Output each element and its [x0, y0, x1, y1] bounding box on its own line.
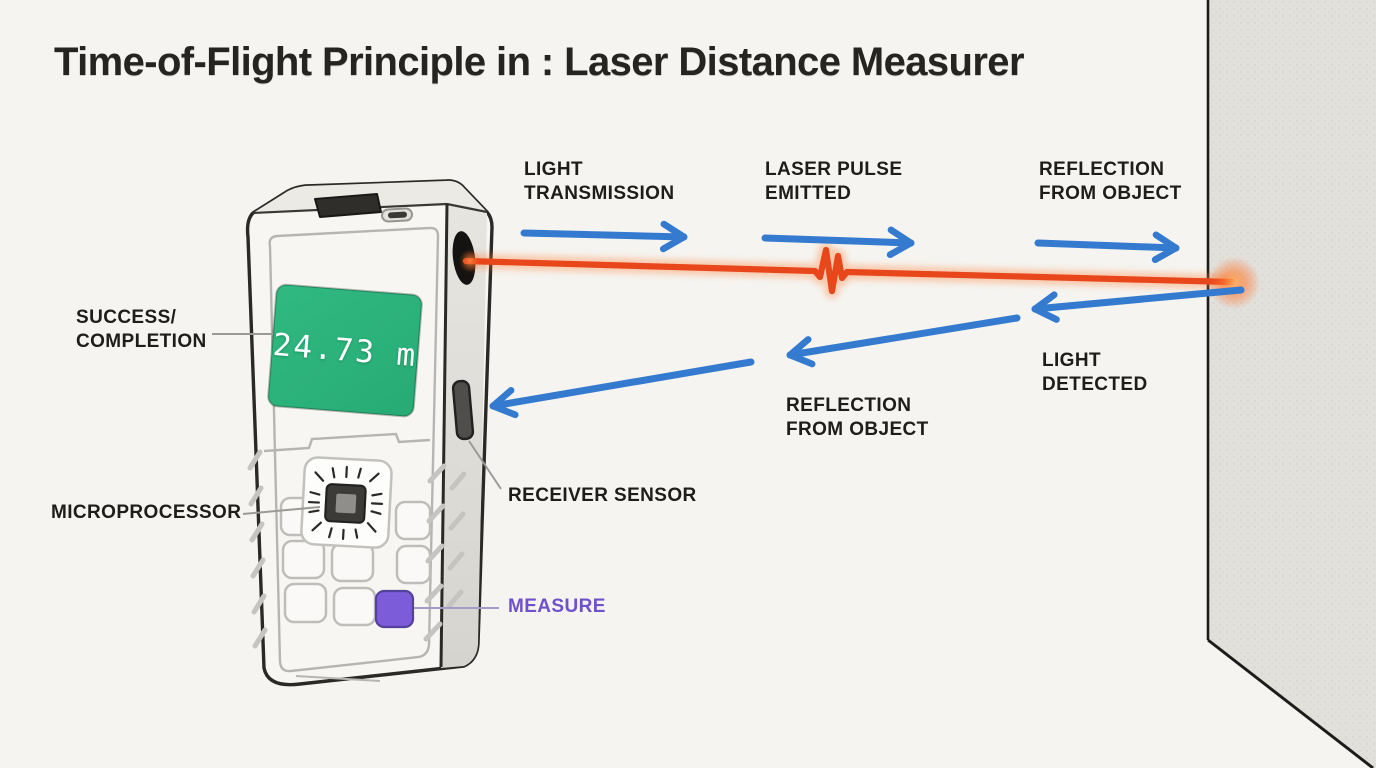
label-laser-pulse-emitted: LASER PULSE EMITTED: [765, 159, 903, 204]
label-success-completion: SUCCESS/ COMPLETION: [76, 307, 207, 352]
leader-receiver: [468, 440, 502, 490]
laser-hit-glow: [1208, 257, 1260, 309]
label-reflection-from-object-bottom: REFLECTION FROM OBJECT: [786, 395, 929, 440]
leader-microprocessor: [242, 506, 321, 515]
arrow-return-1: [1031, 286, 1245, 323]
arrow-laser-pulse-emitted: [761, 226, 915, 259]
wall-floor-edge: [1207, 638, 1374, 768]
label-receiver-sensor: RECEIVER SENSOR: [508, 485, 697, 506]
measure-button: [374, 589, 415, 629]
leader-lines: [212, 333, 502, 609]
label-light-detected: LIGHT DETECTED: [1042, 350, 1148, 395]
arrow-return-3: [489, 358, 755, 419]
label-reflection-from-object-top: REFLECTION FROM OBJECT: [1039, 159, 1182, 204]
laser-distance-measurer-device: [245, 179, 494, 687]
display-screen: [267, 283, 423, 418]
page-title: Time-of-Flight Principle in : Laser Dist…: [54, 40, 1025, 84]
display-readout: 24.73 m: [271, 326, 419, 375]
label-microprocessor: MICROPROCESSOR: [51, 502, 242, 523]
arrow-return-2: [786, 314, 1021, 368]
receiver-sensor-icon: [451, 379, 475, 441]
microprocessor-chip-icon: [300, 456, 393, 549]
laser-aperture: [314, 193, 382, 218]
laser-beam: [459, 242, 1260, 309]
target-wall: [1206, 0, 1376, 768]
arrow-light-transmission: [520, 220, 688, 253]
top-slot: [381, 207, 413, 223]
flow-arrows: [489, 220, 1245, 419]
grip-marks: [247, 449, 467, 649]
label-measure: MEASURE: [508, 596, 606, 617]
arrow-reflection-top: [1034, 231, 1180, 264]
label-light-transmission: LIGHT TRANSMISSION: [524, 159, 675, 204]
